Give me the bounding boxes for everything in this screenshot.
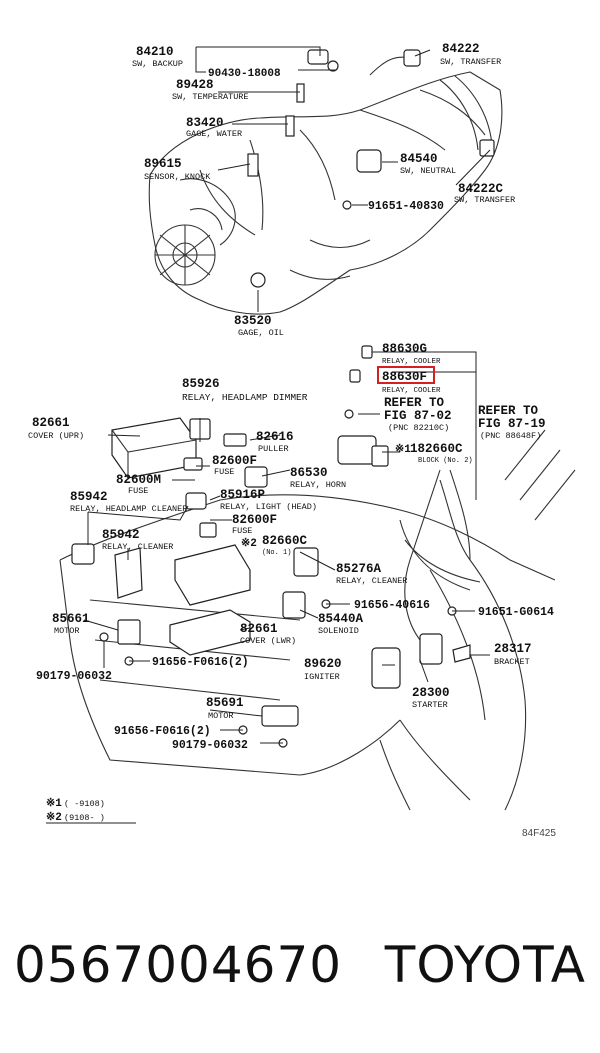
footer-part-number: 0567004670 bbox=[14, 936, 343, 994]
part-number-label: 85440A bbox=[318, 612, 364, 626]
refer-label: FIG 87-19 bbox=[478, 417, 546, 431]
part-number-label: 89428 bbox=[176, 78, 214, 92]
part-number-label: 85276A bbox=[336, 562, 382, 576]
part-number-label: 82660C bbox=[262, 534, 308, 548]
note-mark: ※1 bbox=[46, 797, 62, 810]
part-desc-label: BRACKET bbox=[494, 657, 530, 667]
part-desc-label: RELAY, COOLER bbox=[382, 387, 441, 395]
part-number-label: 90179-06032 bbox=[172, 739, 248, 752]
part-desc-label: RELAY, LIGHT (HEAD) bbox=[220, 502, 317, 512]
part-number-label: 82661 bbox=[32, 416, 70, 430]
engine-illustration bbox=[148, 71, 503, 315]
part-desc-label: IGNITER bbox=[304, 672, 340, 682]
ref-mark: ※1 bbox=[395, 443, 411, 456]
part-number-label: 91656-40616 bbox=[354, 599, 430, 612]
part-number-label: 85926 bbox=[182, 377, 220, 391]
leader-lines bbox=[83, 46, 491, 744]
part-number-label: 182660C bbox=[410, 442, 463, 456]
ref-mark: ※2 bbox=[241, 537, 257, 550]
part-desc-label: RELAY, CLEANER bbox=[102, 542, 173, 552]
part-number-label: 89620 bbox=[304, 657, 342, 671]
part-number-label: 83420 bbox=[186, 116, 224, 130]
part-desc-label: MOTOR bbox=[54, 626, 80, 636]
part-desc-label: SW, BACKUP bbox=[132, 59, 183, 69]
part-number-label: 91651-G0614 bbox=[478, 606, 554, 619]
part-number-label: 84222 bbox=[442, 42, 480, 56]
part-number-label: 85942 bbox=[70, 490, 108, 504]
part-desc-label: SW, NEUTRAL bbox=[400, 166, 456, 176]
part-desc-label: SOLENOID bbox=[318, 626, 359, 636]
part-number-label: 84210 bbox=[136, 45, 174, 59]
parts-diagram: 84210 SW, BACKUP 90430-18008 89428 SW, T… bbox=[28, 42, 576, 839]
part-number-label: 82600F bbox=[212, 454, 257, 468]
part-number-label: 82661 bbox=[240, 622, 278, 636]
part-labels: 84210 SW, BACKUP 90430-18008 89428 SW, T… bbox=[28, 42, 554, 752]
part-number-label: 82600F bbox=[232, 513, 277, 527]
part-number-label: 91651-40830 bbox=[368, 200, 444, 213]
part-number-label: 85691 bbox=[206, 696, 244, 710]
note-mark: ※2 bbox=[46, 811, 62, 824]
engine-components bbox=[247, 49, 495, 288]
relay-components bbox=[71, 345, 481, 748]
part-desc-label: MOTOR bbox=[208, 711, 234, 721]
part-desc-label: RELAY, CLEANER bbox=[336, 576, 407, 586]
part-number-label: 82600M bbox=[116, 473, 161, 487]
part-desc-label: COVER (LWR) bbox=[240, 636, 296, 646]
figure-code: 84F425 bbox=[522, 828, 556, 839]
part-desc-label: SW, TEMPERATURE bbox=[172, 92, 249, 102]
part-number-label: 82616 bbox=[256, 430, 294, 444]
part-number-label: 85916P bbox=[220, 488, 265, 502]
part-number-label: 90430-18008 bbox=[208, 68, 281, 80]
part-number-label: 28317 bbox=[494, 642, 532, 656]
part-desc-label: RELAY, HORN bbox=[290, 480, 346, 490]
part-desc-label: COVER (UPR) bbox=[28, 431, 84, 441]
part-number-label: 85661 bbox=[52, 612, 90, 626]
refer-label: REFER TO bbox=[478, 404, 539, 418]
highlighted-part[interactable]: 88630F bbox=[377, 366, 435, 384]
part-desc-label: STARTER bbox=[412, 700, 448, 710]
part-desc-label: SW, TRANSFER bbox=[454, 195, 515, 205]
part-desc-label: FUSE bbox=[128, 486, 148, 496]
part-desc-label: (No. 1) bbox=[262, 549, 291, 557]
refer-label: REFER TO bbox=[384, 396, 445, 410]
refer-label: FIG 87-02 bbox=[384, 409, 452, 423]
part-desc-label: BLOCK (No. 2) bbox=[418, 457, 473, 465]
part-number-label: 91656-F0616(2) bbox=[152, 656, 249, 669]
part-number-label: 91656-F0616(2) bbox=[114, 725, 211, 738]
part-desc-label: SENSOR, KNOCK bbox=[144, 172, 211, 182]
footer-brand: TOYOTA bbox=[384, 936, 586, 994]
note-text: ( -9108) bbox=[64, 799, 105, 809]
part-number-label: 88630F bbox=[382, 370, 427, 384]
part-desc-label: GAGE, WATER bbox=[186, 129, 242, 139]
refer-label: (PNC 88648F) bbox=[480, 431, 541, 441]
part-number-label: 88630G bbox=[382, 342, 427, 356]
part-number-label: 84222C bbox=[458, 182, 504, 196]
footnotes: ※1 ( -9108) ※2 (9108- ) bbox=[46, 797, 136, 824]
part-number-label: 85942 bbox=[102, 528, 140, 542]
part-desc-label: SW, TRANSFER bbox=[440, 57, 501, 67]
part-desc-label: GAGE, OIL bbox=[238, 328, 284, 338]
part-desc-label: PULLER bbox=[258, 444, 289, 454]
front-body-illustration bbox=[59, 429, 576, 811]
part-number-label: 84540 bbox=[400, 152, 438, 166]
refer-label: (PNC 82210C) bbox=[388, 423, 449, 433]
part-desc-label: FUSE bbox=[232, 526, 252, 536]
part-number-label: 89615 bbox=[144, 157, 182, 171]
part-number-label: 28300 bbox=[412, 686, 450, 700]
note-text: (9108- ) bbox=[64, 813, 105, 823]
part-number-label: 86530 bbox=[290, 466, 328, 480]
part-number-label: 90179-06032 bbox=[36, 670, 112, 683]
part-desc-label: RELAY, COOLER bbox=[382, 358, 441, 366]
part-number-label: 83520 bbox=[234, 314, 272, 328]
part-desc-label: RELAY, HEADLAMP CLEANER bbox=[70, 504, 187, 514]
part-desc-label: FUSE bbox=[214, 467, 234, 477]
part-desc-label: RELAY, HEADLAMP DIMMER bbox=[182, 392, 308, 403]
